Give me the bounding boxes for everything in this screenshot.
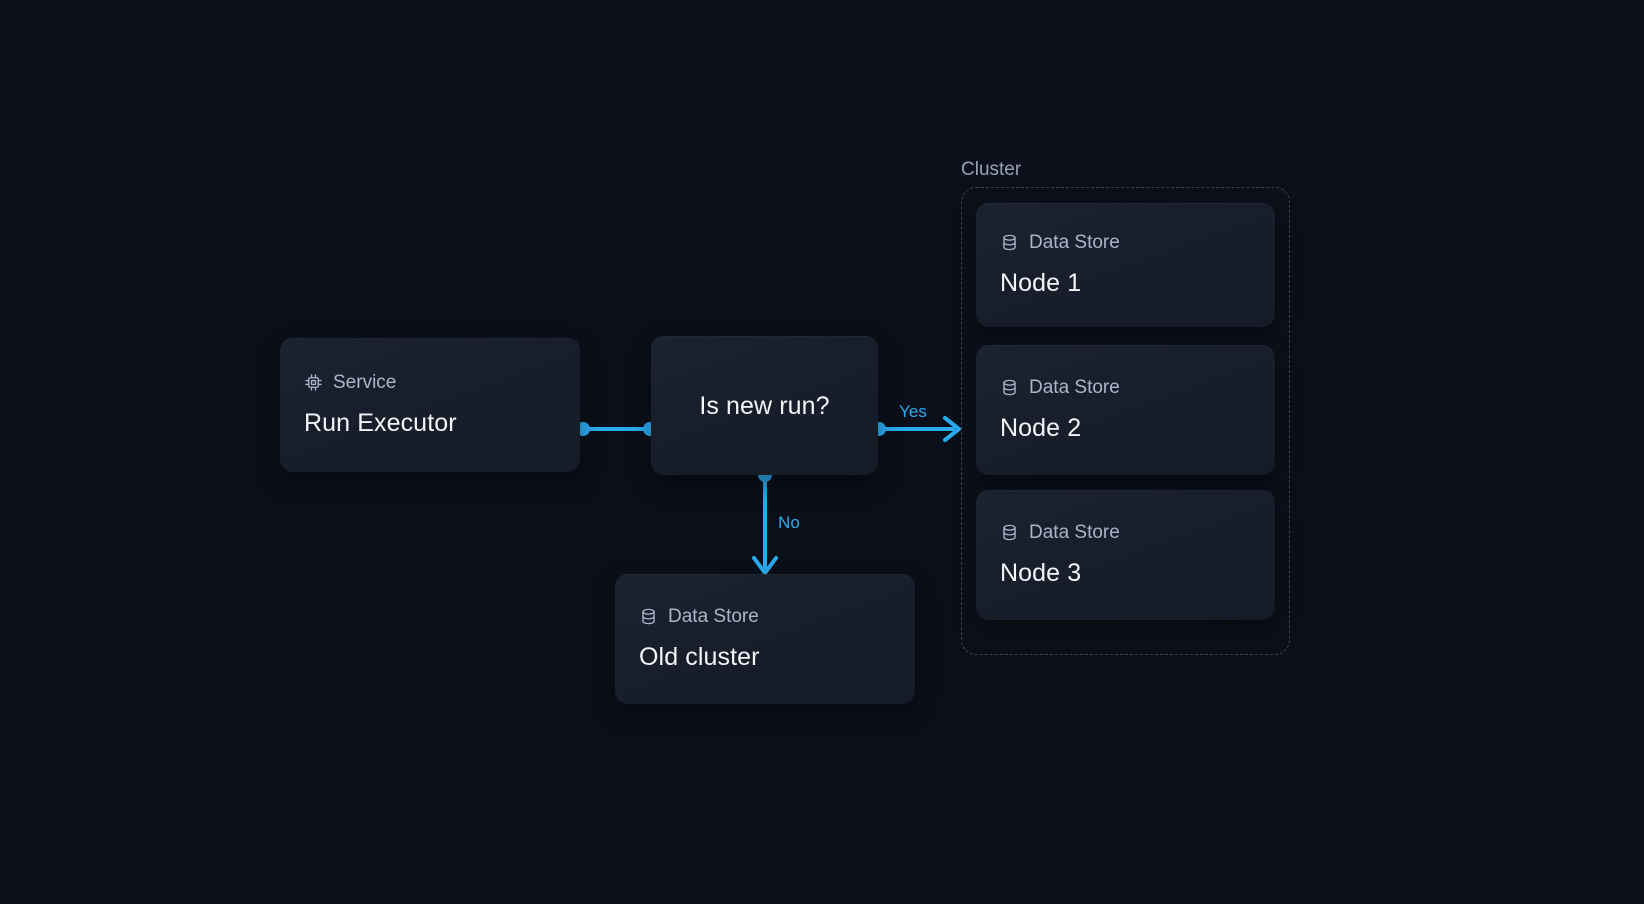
node-kind-row: Data Store xyxy=(1000,378,1251,397)
node-data-store-old-cluster[interactable]: Data Store Old cluster xyxy=(615,574,915,704)
node-title: Old cluster xyxy=(639,643,760,671)
node-run-executor[interactable]: Service Run Executor xyxy=(280,338,580,472)
node-kind-row: Data Store xyxy=(1000,233,1251,252)
database-icon xyxy=(1000,378,1019,397)
cluster-group-label: Cluster xyxy=(961,159,1022,180)
node-data-store-node-1[interactable]: Data Store Node 1 xyxy=(976,203,1275,327)
node-title: Run Executor xyxy=(304,409,457,437)
node-kind-label: Data Store xyxy=(1029,377,1120,398)
edge-decision-no xyxy=(752,468,778,575)
edge-service-to-decision xyxy=(576,422,657,436)
node-data-store-node-3[interactable]: Data Store Node 3 xyxy=(976,490,1275,620)
node-kind-label: Data Store xyxy=(668,606,759,627)
node-kind-label: Data Store xyxy=(1029,232,1120,253)
node-kind-row: Service xyxy=(304,373,556,392)
node-kind-label: Service xyxy=(333,372,397,393)
node-kind-row: Data Store xyxy=(1000,523,1251,542)
node-title: Node 3 xyxy=(1000,559,1082,587)
database-icon xyxy=(639,607,658,626)
node-title: Is new run? xyxy=(699,391,830,420)
database-icon xyxy=(1000,523,1019,542)
node-title: Node 2 xyxy=(1000,414,1082,442)
node-data-store-node-2[interactable]: Data Store Node 2 xyxy=(976,345,1275,475)
edge-label-no: No xyxy=(778,513,800,532)
cluster-group xyxy=(961,187,1290,655)
edge-label-yes: Yes xyxy=(899,402,928,421)
node-decision-is-new-run[interactable]: Is new run? xyxy=(651,336,878,475)
database-icon xyxy=(1000,233,1019,252)
node-title: Node 1 xyxy=(1000,269,1082,297)
node-kind-row: Data Store xyxy=(639,607,891,626)
node-kind-label: Data Store xyxy=(1029,522,1120,543)
cpu-chip-icon xyxy=(304,373,323,392)
